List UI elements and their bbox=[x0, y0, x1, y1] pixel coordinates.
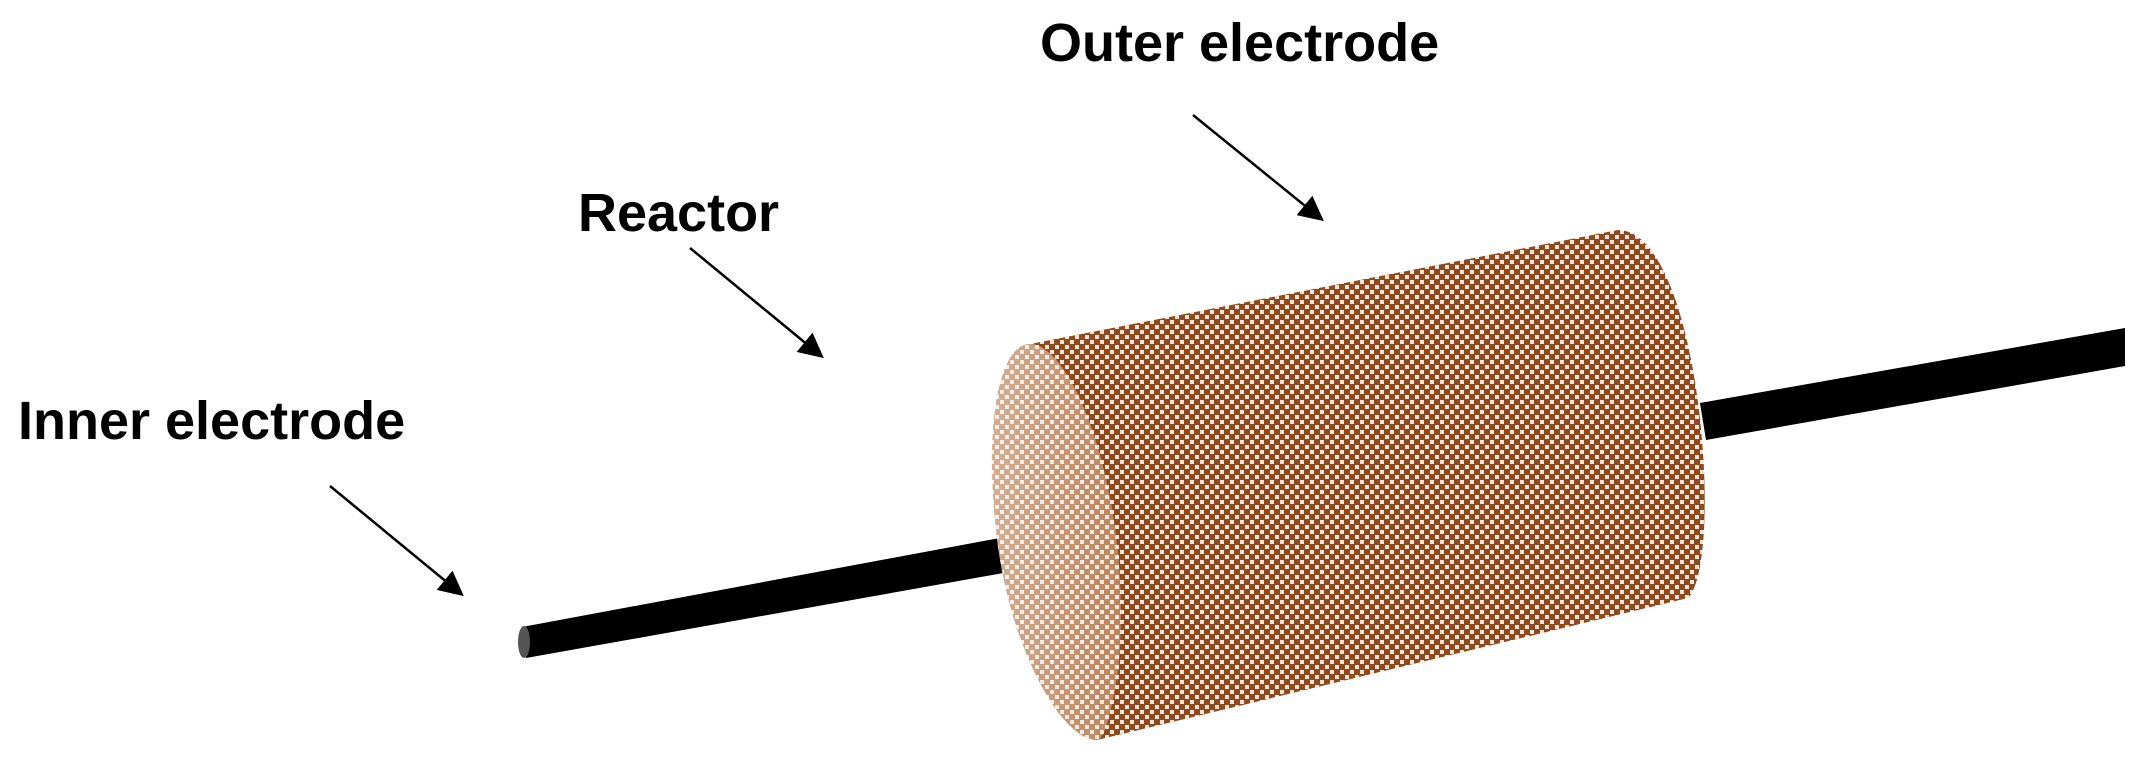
outer-electrode-arrow bbox=[1192, 114, 1324, 222]
inner-electrode-right-segment bbox=[1700, 328, 2125, 440]
outer-electrode-mesh-body bbox=[1014, 230, 1705, 740]
inner-electrode-left-segment bbox=[522, 537, 1009, 658]
inner-electrode-tip bbox=[518, 626, 530, 658]
inner-electrode-rod bbox=[518, 328, 2125, 658]
outer-electrode-cylinder bbox=[991, 230, 1705, 740]
outer-electrode-label: Outer electrode bbox=[1040, 13, 1440, 73]
inner-electrode-arrow bbox=[329, 485, 464, 597]
reactor-arrow bbox=[689, 247, 824, 359]
inner-electrode-label: Inner electrode bbox=[18, 391, 406, 451]
reactor-label: Reactor bbox=[578, 183, 780, 243]
reactor-end-cap-shade bbox=[991, 344, 1121, 740]
